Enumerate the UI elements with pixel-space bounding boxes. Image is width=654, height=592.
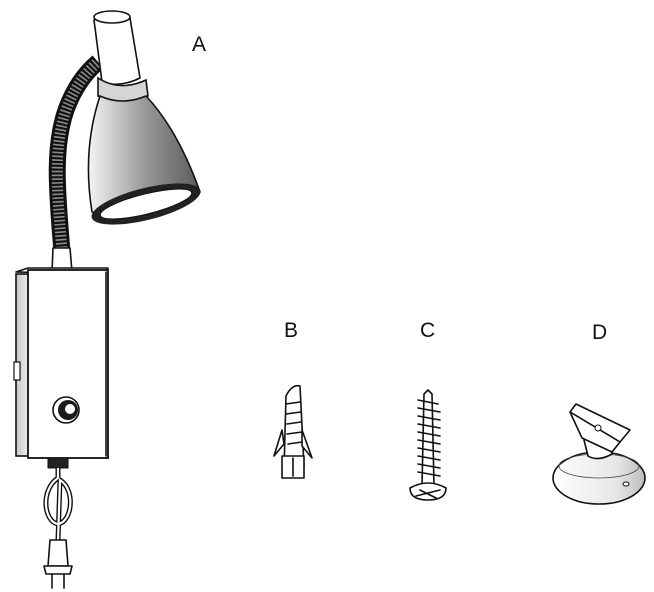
suction-cup-mount-icon [552, 403, 646, 505]
part-label-a: A [192, 33, 207, 56]
part-label-d: D [592, 321, 608, 344]
wall-plug-anchor-icon [273, 384, 313, 479]
part-label-b: B [284, 319, 299, 342]
wood-screw-icon [409, 389, 447, 501]
wall-lamp-icon [13, 10, 201, 589]
part-label-c: C [420, 319, 436, 342]
